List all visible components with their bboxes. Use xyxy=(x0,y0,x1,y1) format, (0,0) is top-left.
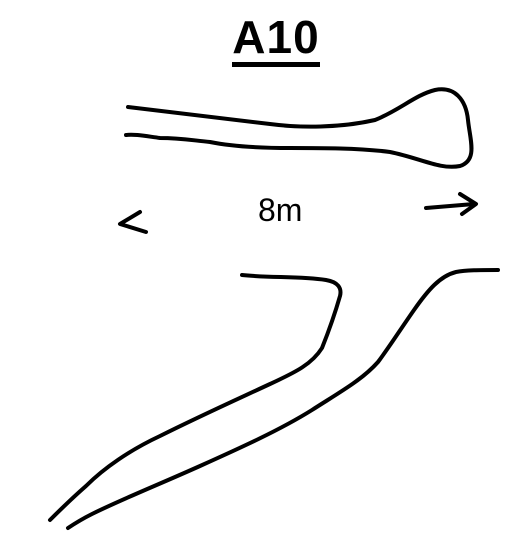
left-arrow-head xyxy=(118,210,148,234)
lower-right-branch xyxy=(66,268,500,530)
upper-loop-shape xyxy=(124,87,474,169)
right-arrow-head xyxy=(458,192,478,216)
right-arrow-shaft xyxy=(424,202,476,210)
diagram-title-text: A10 xyxy=(232,12,320,67)
dimension-label: 8m xyxy=(258,192,303,228)
lower-left-branch xyxy=(48,273,343,522)
diagram-title: A10 xyxy=(0,10,532,67)
